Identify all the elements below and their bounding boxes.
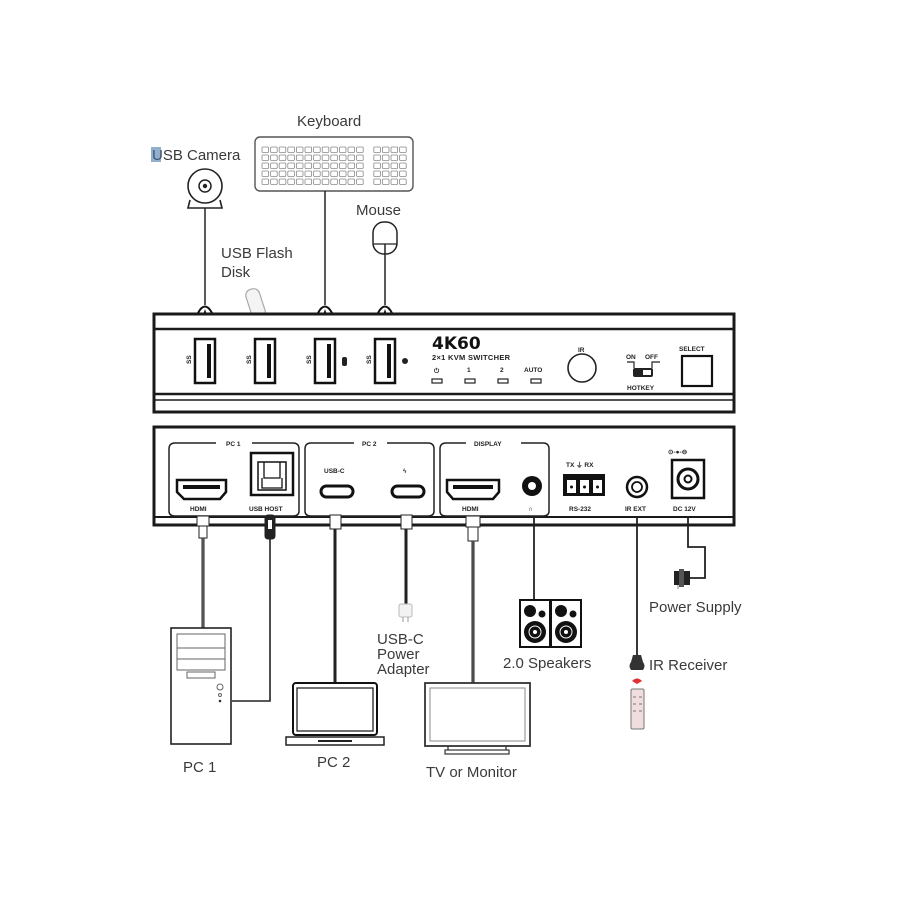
- keyboard-label: Keyboard: [297, 113, 361, 130]
- rs232-pin-label: TX ⏚ RX: [566, 461, 594, 469]
- usbc-plug: [329, 514, 342, 530]
- display-port-group: [439, 442, 550, 517]
- mouse-device: Mouse: [356, 202, 401, 305]
- flash-disk-label-1: USB Flash: [221, 245, 293, 262]
- speakers-label: 2.0 Speakers: [503, 655, 591, 672]
- usbc-power-plug: [400, 514, 413, 530]
- ir-receiver-icon: [629, 655, 645, 670]
- pc2-usbc-power-port[interactable]: [390, 484, 426, 499]
- hotkey-on-label: ON: [626, 354, 636, 361]
- pc2-usbc-label: USB-C: [324, 468, 345, 475]
- led-auto-label: AUTO: [524, 367, 542, 374]
- hotkey-label: HOTKEY: [627, 385, 655, 392]
- ir-ext-port[interactable]: [625, 475, 649, 499]
- ir-receiver-label: IR Receiver: [649, 657, 727, 674]
- pc1-device: PC 1: [170, 627, 232, 776]
- usb-camera-device: USB Camera: [151, 147, 241, 305]
- speaker-icon: [519, 599, 551, 648]
- usb-ss-icon: SS: [366, 355, 373, 364]
- mouse-port-icon: [402, 358, 408, 364]
- front-usb-port[interactable]: SS: [246, 337, 277, 385]
- ir-label: IR: [578, 347, 585, 354]
- led-1: [464, 378, 476, 384]
- usb-ss-icon: SS: [246, 355, 253, 364]
- led-power-label: ⏻: [434, 367, 440, 375]
- led-power: [431, 378, 443, 384]
- speaker-icon: [550, 599, 582, 648]
- pc1-group-label: PC 1: [226, 441, 241, 448]
- usb-ss-icon: SS: [306, 355, 313, 364]
- pc1-label: PC 1: [183, 759, 216, 776]
- power-supply-label: Power Supply: [649, 599, 742, 616]
- monitor-icon: [424, 682, 531, 747]
- adapter-label-1: USB-C: [377, 631, 424, 648]
- front-usb-port[interactable]: SS: [306, 337, 347, 385]
- power-supply-device: Power Supply: [649, 569, 742, 616]
- adapter-label-3: Adapter: [377, 661, 430, 678]
- ir-receiver-device: IR Receiver: [629, 655, 727, 730]
- text-highlight: [151, 147, 161, 162]
- display-hdmi-port[interactable]: [445, 478, 501, 501]
- usb-camera-label: USB Camera: [152, 147, 241, 164]
- pc2-group-label: PC 2: [362, 441, 377, 448]
- model-label: 2×1 KVM SWITCHER: [432, 353, 511, 362]
- adapter-label-2: Power: [377, 646, 420, 663]
- pc1-hdmi-port[interactable]: [175, 478, 228, 501]
- tv-label: TV or Monitor: [426, 764, 517, 781]
- pc2-port-group: [304, 442, 435, 517]
- rear-panel: PC 1 HDMI USB HOST PC 2 USB-C ϟ DISPLAY …: [152, 425, 736, 527]
- hotkey-switch[interactable]: ON OFF HOTKEY: [626, 354, 660, 392]
- front-panel: SS SS SS SS 4K60 2×1 KVM SWITCHER ⏻ 1 2 AUT…: [152, 312, 736, 414]
- display-hdmi-label: HDMI: [462, 506, 479, 513]
- keyboard-device: Keyboard: [254, 113, 414, 305]
- ir-signal-icon: [632, 678, 642, 684]
- dc-12v-label: DC 12V: [673, 506, 696, 513]
- speakers-device: 2.0 Speakers: [503, 599, 591, 672]
- flash-disk-label-2: Disk: [221, 264, 251, 281]
- rear-cables: [196, 514, 706, 702]
- desktop-tower-icon: [170, 627, 232, 745]
- rs232-label: RS-232: [569, 506, 591, 513]
- mouse-label: Mouse: [356, 202, 401, 219]
- pc1-port-group: [168, 442, 300, 517]
- hdmi-plug: [196, 515, 210, 527]
- brand-logo: 4K60: [432, 334, 481, 354]
- pc2-device: PC 2: [285, 682, 385, 771]
- usb-ss-icon: SS: [186, 355, 193, 364]
- ir-sensor: [567, 353, 597, 383]
- ir-ext-label: IR EXT: [625, 506, 646, 513]
- headphone-icon: ∩: [528, 506, 533, 513]
- front-usb-port[interactable]: SS: [366, 337, 408, 385]
- pc2-power-symbol: ϟ: [403, 468, 407, 475]
- front-usb-port[interactable]: SS: [186, 337, 217, 385]
- pc2-label: PC 2: [317, 754, 350, 771]
- select-button[interactable]: [680, 354, 714, 388]
- led-2-label: 2: [500, 367, 504, 374]
- display-group-label: DISPLAY: [474, 441, 502, 448]
- dc-polarity-symbol: ⊙-●-⊖: [668, 449, 688, 456]
- led-indicators: ⏻ 1 2 AUTO: [431, 367, 542, 384]
- keyboard-port-icon: [342, 357, 347, 366]
- usbc-power-adapter-device: USB-C Power Adapter: [377, 603, 430, 678]
- power-adapter-icon: [398, 603, 413, 618]
- led-1-label: 1: [467, 367, 471, 374]
- pc1-hdmi-label: HDMI: [190, 506, 207, 513]
- pc1-usb-host-label: USB HOST: [249, 506, 283, 513]
- pc2-usbc-port[interactable]: [319, 484, 355, 499]
- select-label: SELECT: [679, 346, 705, 353]
- hotkey-off-label: OFF: [645, 354, 658, 361]
- remote-control-icon: [630, 688, 645, 730]
- led-2: [497, 378, 509, 384]
- tv-device: TV or Monitor: [424, 682, 531, 781]
- display-hdmi-plug: [465, 515, 481, 528]
- led-auto: [530, 378, 542, 384]
